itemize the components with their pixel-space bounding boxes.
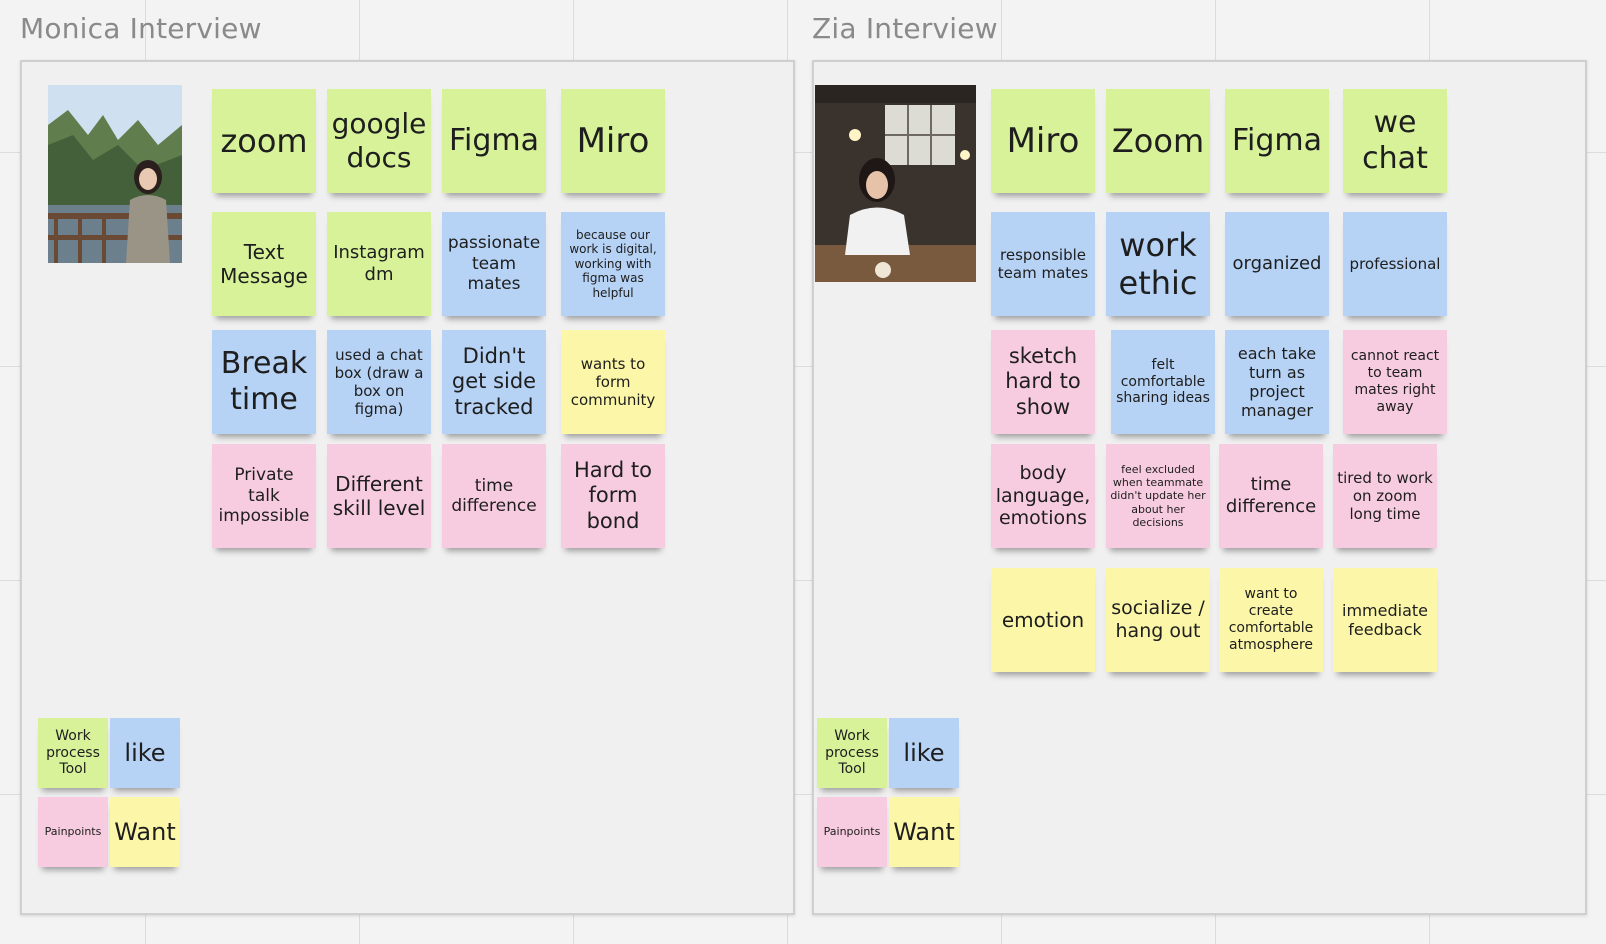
legend-like[interactable]: like	[110, 718, 180, 788]
sticky-note[interactable]: Break time	[212, 330, 316, 434]
sticky-note[interactable]: Text Message	[212, 212, 316, 316]
sticky-note[interactable]: time difference	[442, 444, 546, 548]
sticky-note[interactable]: professional	[1343, 212, 1447, 316]
sticky-note[interactable]: google docs	[327, 89, 431, 193]
sticky-note[interactable]: immediate feedback	[1333, 568, 1437, 672]
frame-title-monica: Monica Interview	[20, 12, 262, 45]
sticky-note[interactable]: Private talk impossible	[212, 444, 316, 548]
legend-want[interactable]: Want	[110, 797, 180, 867]
sticky-note[interactable]: cannot react to team mates right away	[1343, 330, 1447, 434]
legend-painpoints[interactable]: Painpoints	[817, 797, 887, 867]
legend-painpoints[interactable]: Painpoints	[38, 797, 108, 867]
sticky-note[interactable]: organized	[1225, 212, 1329, 316]
zia-photo[interactable]	[815, 85, 976, 282]
sticky-note[interactable]: Figma	[1225, 89, 1329, 193]
sticky-note[interactable]: used a chat box (draw a box on figma)	[327, 330, 431, 434]
sticky-note[interactable]: because our work is digital, working wit…	[561, 212, 665, 316]
sticky-note[interactable]: responsible team mates	[991, 212, 1095, 316]
photo-image-icon	[48, 85, 182, 263]
sticky-note[interactable]: Miro	[561, 89, 665, 193]
legend-work-process-tool[interactable]: Work process Tool	[817, 718, 887, 788]
sticky-note[interactable]: sketch hard to show	[991, 330, 1095, 434]
legend-work-process-tool[interactable]: Work process Tool	[38, 718, 108, 788]
sticky-note[interactable]: Didn't get side tracked	[442, 330, 546, 434]
sticky-note[interactable]: we chat	[1343, 89, 1447, 193]
legend-like[interactable]: like	[889, 718, 959, 788]
sticky-note[interactable]: body language, emotions	[991, 444, 1095, 548]
sticky-note[interactable]: Figma	[442, 89, 546, 193]
sticky-note[interactable]: work ethic	[1106, 212, 1210, 316]
sticky-note[interactable]: feel excluded when teammate didn't updat…	[1106, 444, 1210, 548]
sticky-note[interactable]: each take turn as project manager	[1225, 330, 1329, 434]
monica-photo[interactable]	[48, 85, 182, 263]
sticky-note[interactable]: Instagram dm	[327, 212, 431, 316]
sticky-note[interactable]: zoom	[212, 89, 316, 193]
sticky-note[interactable]: tired to work on zoom long time	[1333, 444, 1437, 548]
sticky-note[interactable]: Hard to form bond	[561, 444, 665, 548]
legend-want[interactable]: Want	[889, 797, 959, 867]
sticky-note[interactable]: passionate team mates	[442, 212, 546, 316]
frame-title-zia: Zia Interview	[812, 12, 998, 45]
sticky-note[interactable]: Zoom	[1106, 89, 1210, 193]
sticky-note[interactable]: felt comfortable sharing ideas	[1111, 330, 1215, 434]
sticky-note[interactable]: time difference	[1219, 444, 1323, 548]
sticky-note[interactable]: socialize / hang out	[1106, 568, 1210, 672]
sticky-note[interactable]: Miro	[991, 89, 1095, 193]
photo-image-icon	[815, 85, 976, 282]
sticky-note[interactable]: Different skill level	[327, 444, 431, 548]
sticky-note[interactable]: wants to form community	[561, 330, 665, 434]
sticky-note[interactable]: emotion	[991, 568, 1095, 672]
sticky-note[interactable]: want to create comfortable atmosphere	[1219, 568, 1323, 672]
